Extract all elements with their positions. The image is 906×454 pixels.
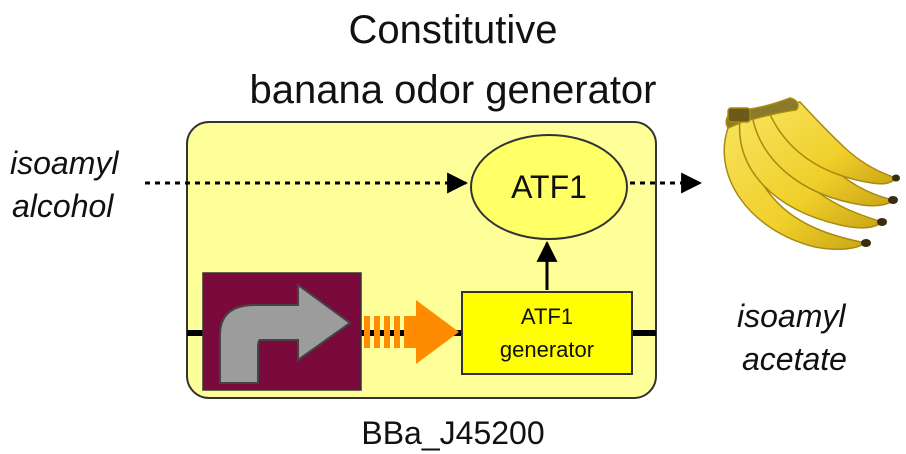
part-id-label: BBa_J45200 bbox=[361, 415, 545, 451]
enzyme-ellipse bbox=[470, 134, 628, 240]
generator-label-line1: ATF1 bbox=[521, 304, 573, 329]
substrate-label-line1: isoamyl bbox=[10, 145, 119, 181]
substrate-label-line2: alcohol bbox=[12, 188, 114, 224]
promoter-arrow-icon bbox=[219, 283, 352, 384]
signal-arrow-icon bbox=[364, 300, 459, 364]
enzyme-label: ATF1 bbox=[511, 169, 587, 205]
product-label-line2: acetate bbox=[742, 341, 847, 377]
banana-icon bbox=[723, 97, 900, 250]
generator-label-line2: generator bbox=[500, 337, 594, 362]
diagram-title-line1: Constitutive bbox=[348, 8, 558, 52]
diagram-title-line2: banana odor generator bbox=[249, 68, 657, 112]
product-label-line1: isoamyl bbox=[737, 298, 846, 334]
generator-box bbox=[461, 291, 633, 375]
